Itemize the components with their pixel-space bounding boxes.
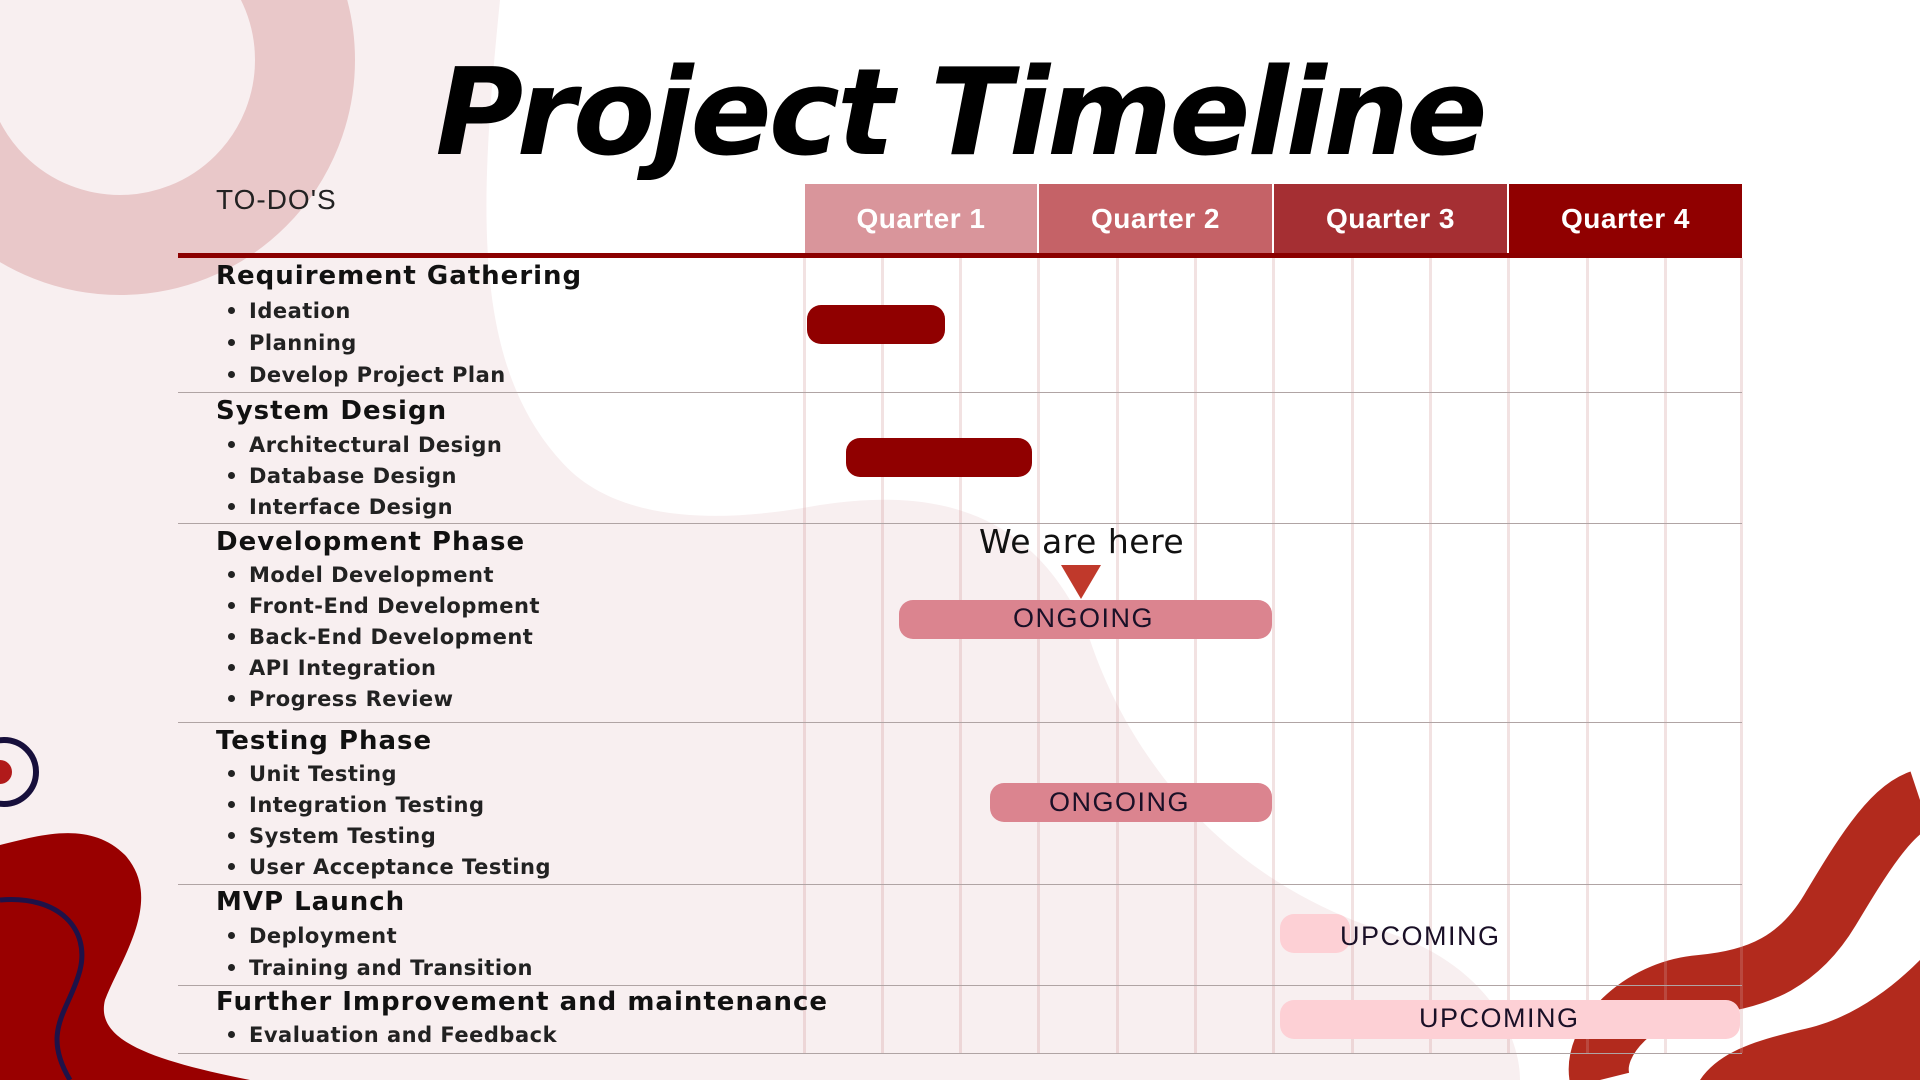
status-label: ONGOING	[1013, 603, 1155, 633]
todo-header: TO-DO'S	[216, 184, 337, 215]
grid-line	[1351, 258, 1354, 1053]
task-item: User Acceptance Testing	[228, 855, 551, 879]
task-item: Training and Transition	[228, 956, 533, 980]
header-divider	[178, 253, 1742, 258]
phase-title: Testing Phase	[216, 726, 433, 756]
task-item: Progress Review	[228, 687, 454, 711]
page-title: Project Timeline	[435, 44, 1487, 183]
task-item: Integration Testing	[228, 793, 485, 817]
task-item: Front-End Development	[228, 594, 540, 618]
quarter-2-header: Quarter 2	[1039, 184, 1272, 254]
task-item: Interface Design	[228, 495, 453, 519]
row-divider	[178, 523, 1742, 524]
timeline-bar-further-improvement	[1280, 1000, 1740, 1039]
status-label: UPCOMING	[1419, 1003, 1580, 1033]
phase-title: Further Improvement and maintenance	[216, 987, 829, 1017]
grid-line	[803, 258, 806, 1053]
phase-title: Development Phase	[216, 527, 526, 557]
task-item: Deployment	[228, 924, 397, 948]
task-item: Model Development	[228, 563, 494, 587]
task-item: Architectural Design	[228, 433, 502, 457]
quarter-1-header: Quarter 1	[805, 184, 1037, 254]
task-item: Database Design	[228, 464, 457, 488]
timeline-bar-system-design	[846, 438, 1032, 477]
grid-line	[1740, 258, 1743, 1053]
row-divider	[178, 722, 1742, 723]
current-position-label: We are here	[979, 522, 1185, 561]
row-divider	[178, 884, 1742, 885]
timeline-bar-development-phase	[899, 600, 1272, 639]
grid-line	[1037, 258, 1040, 1053]
task-item: Ideation	[228, 299, 351, 323]
row-divider	[178, 985, 1742, 986]
phase-title: Requirement Gathering	[216, 261, 583, 291]
timeline-bar-mvp-launch	[1280, 914, 1350, 953]
phase-title: System Design	[216, 396, 448, 426]
task-item: Unit Testing	[228, 762, 397, 786]
grid-line	[1507, 258, 1510, 1053]
grid-line	[1272, 258, 1275, 1053]
quarter-4-header: Quarter 4	[1509, 184, 1742, 254]
timeline-bar-requirement-gathering	[807, 305, 945, 344]
current-position-marker-icon	[1061, 565, 1101, 599]
task-item: Back-End Development	[228, 625, 533, 649]
status-label: ONGOING	[1049, 787, 1191, 817]
grid-line	[881, 258, 884, 1053]
task-item: API Integration	[228, 656, 437, 680]
status-label: UPCOMING	[1340, 921, 1501, 951]
task-item: System Testing	[228, 824, 436, 848]
row-divider	[178, 392, 1742, 393]
grid-line	[1429, 258, 1432, 1053]
grid-line	[1664, 258, 1667, 1053]
quarter-3-header: Quarter 3	[1274, 184, 1507, 254]
task-item: Planning	[228, 331, 357, 355]
task-item: Evaluation and Feedback	[228, 1023, 557, 1047]
row-divider	[178, 1053, 1742, 1054]
grid-line	[959, 258, 962, 1053]
grid-line	[1116, 258, 1119, 1053]
timeline-bar-testing-phase	[990, 783, 1272, 822]
task-item: Develop Project Plan	[228, 363, 506, 387]
grid-line	[1586, 258, 1589, 1053]
phase-title: MVP Launch	[216, 887, 406, 917]
grid-line	[1194, 258, 1197, 1053]
